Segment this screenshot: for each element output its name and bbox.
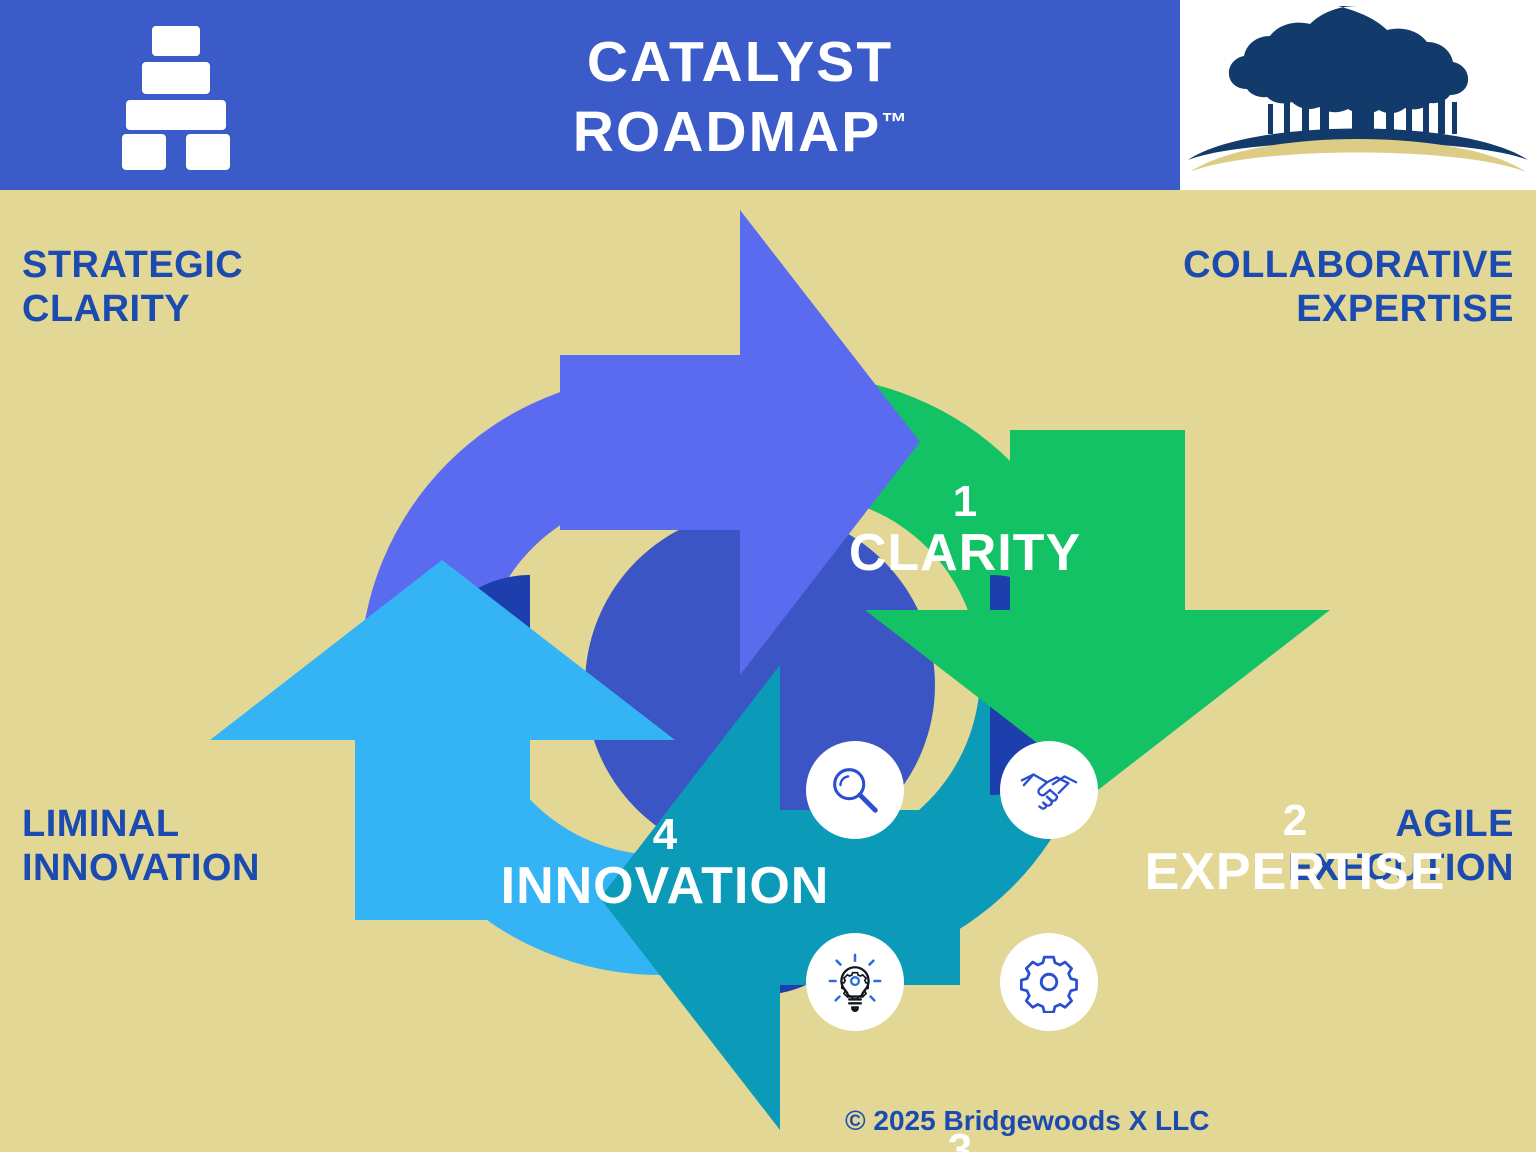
title-line-2: ROADMAP™ [573,98,908,168]
title-line-1: CATALYST [586,30,894,95]
trademark-symbol: ™ [881,107,908,137]
corner-label-liminal-innovation: LIMINAL INNOVATION [22,803,260,889]
handshake-icon [1000,741,1098,839]
corner-label-agile-execution: AGILE EXECUTION [1287,803,1514,889]
lightbulb-gear-icon [806,933,904,1031]
bridgewoods-tree-logo [1180,0,1536,190]
inuksuk-logo [96,22,256,172]
page-title: CATALYST ROADMAP™ [300,18,1180,178]
arrow-head-clarity [560,210,920,675]
header-bar: CATALYST ROADMAP™ [0,0,1536,190]
copyright-text: © 2025 Bridgewoods X LLC [845,1105,1210,1136]
corner-label-strategic-clarity: STRATEGIC CLARITY [22,244,244,330]
cycle-diagram: 1 CLARITY 2 EXPERTISE 3 EXECUTION 4 INNO… [180,195,1444,1152]
arrow-head-expertise [865,430,1330,790]
arrow-head-innovation [210,560,675,920]
magnifying-glass-icon [806,741,904,839]
corner-label-collaborative-expertise: COLLABORATIVE EXPERTISE [1183,244,1514,330]
title-line-2-text: ROADMAP [572,100,882,164]
arrow-head-execution [600,665,960,1130]
gear-icon [1000,933,1098,1031]
